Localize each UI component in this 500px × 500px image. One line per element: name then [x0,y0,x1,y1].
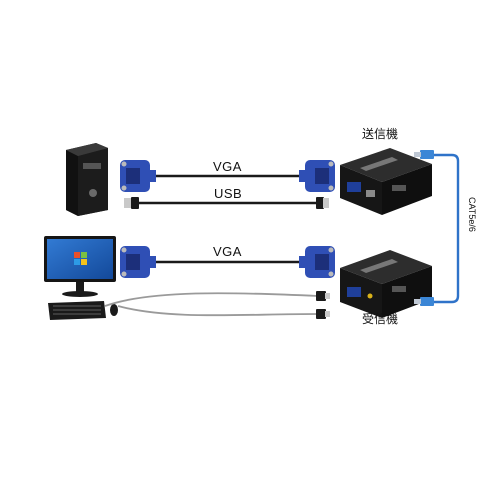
keyboard-plug [316,291,330,301]
usb-label: USB [214,186,243,201]
cat-connector-top [414,150,434,159]
vga-connector-bottom-left [120,246,156,278]
monitor-icon [44,236,116,297]
vga-connector-top-right [299,160,335,192]
mouse-icon [110,304,118,316]
usb-connector-right [316,197,329,209]
receiver-label: 受信機 [362,312,399,326]
cat-cable [432,153,460,304]
extender-receiver-icon [340,250,432,318]
extender-transmitter-icon [340,148,432,215]
pc-tower-icon [66,143,108,216]
transmitter-label: 送信機 [362,127,399,141]
cat-connector-bottom [414,297,434,306]
keyboard-icon [48,301,106,320]
vga-connector-bottom-right [299,246,335,278]
cat-cable-label: CAT5e/6 [467,197,477,232]
vga-connector-top-left [120,160,156,192]
vga-top-label: VGA [213,159,242,174]
vga-bottom-label: VGA [213,244,242,259]
mouse-plug [316,309,330,319]
keyboard-mouse-cables [104,292,319,317]
usb-connector-left [124,197,139,209]
